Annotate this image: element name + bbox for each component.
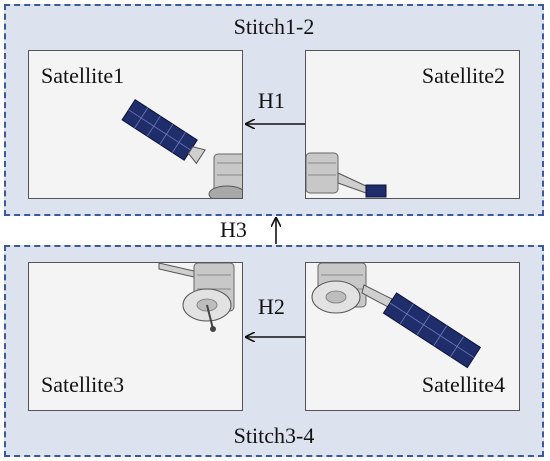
satellite-image-icon bbox=[121, 99, 242, 198]
arrow-label-h2: H2 bbox=[258, 294, 285, 319]
satellite-panel-4: Satellite4 bbox=[305, 262, 520, 411]
satellite-panel-1: Satellite1 bbox=[28, 50, 243, 199]
satellite-panel-3: Satellite3 bbox=[28, 262, 243, 411]
panel-label: Satellite2 bbox=[421, 63, 505, 88]
stitch-title: Stitch1-2 bbox=[233, 14, 315, 39]
arrow-label-h1: H1 bbox=[258, 88, 285, 113]
stitch-title: Stitch3-4 bbox=[233, 423, 315, 448]
arrow-label-h3: H3 bbox=[220, 217, 247, 242]
satellite-image-icon bbox=[306, 152, 387, 198]
satellite-panel-2: Satellite2 bbox=[305, 50, 520, 199]
panel-label: Satellite1 bbox=[41, 63, 125, 88]
satellite-image-icon bbox=[311, 263, 482, 369]
panel-label: Satellite3 bbox=[41, 372, 125, 397]
satellite-image-icon bbox=[158, 263, 235, 332]
panel-label: Satellite4 bbox=[421, 372, 505, 397]
